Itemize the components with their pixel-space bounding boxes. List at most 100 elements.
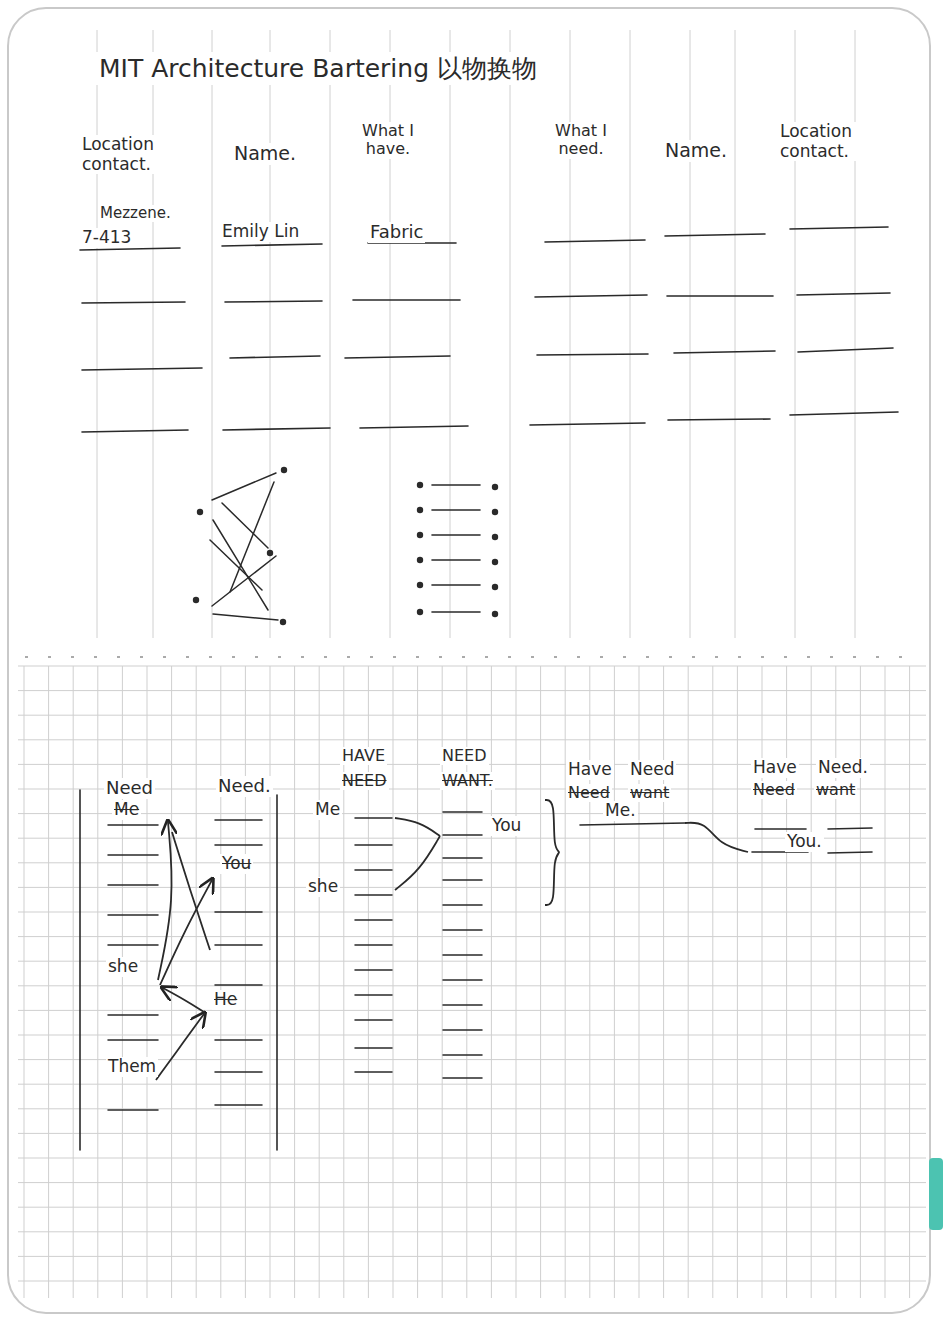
blank-line bbox=[355, 969, 392, 971]
blank-line bbox=[353, 299, 460, 301]
grid-line bbox=[18, 1108, 926, 1109]
handwritten-label: HAVE bbox=[340, 747, 387, 765]
sketch-dot bbox=[281, 467, 287, 473]
grid-line bbox=[18, 1084, 926, 1085]
blank-line bbox=[545, 240, 645, 242]
handwritten-label: What I need. bbox=[553, 122, 609, 159]
ruled-line bbox=[630, 30, 631, 638]
grid-line bbox=[220, 666, 221, 1298]
handwritten-label: Name. bbox=[232, 143, 298, 165]
grid-line bbox=[417, 666, 418, 1298]
grid-line bbox=[245, 666, 246, 1298]
grid-line bbox=[294, 666, 295, 1298]
grid-line bbox=[270, 666, 271, 1298]
grid-line bbox=[18, 887, 926, 888]
handwritten-label: Name. bbox=[663, 140, 729, 162]
blank-line bbox=[355, 869, 392, 871]
sketch-dot bbox=[492, 509, 498, 515]
grid-line bbox=[18, 1010, 926, 1011]
blank-line bbox=[355, 919, 392, 921]
sketch-dot bbox=[492, 484, 498, 490]
handwritten-label: Have bbox=[751, 758, 799, 778]
sketch-dot bbox=[417, 609, 423, 615]
sketch-dot bbox=[193, 597, 199, 603]
blank-line bbox=[215, 1104, 262, 1106]
ruled-line bbox=[212, 30, 213, 638]
grid-line bbox=[18, 666, 926, 667]
handwritten-label: 7-413 bbox=[80, 228, 133, 248]
arrow bbox=[163, 988, 204, 1012]
blank-line bbox=[443, 979, 482, 981]
blank-line bbox=[108, 914, 158, 916]
blank-line bbox=[108, 854, 158, 856]
grid-line bbox=[122, 666, 123, 1298]
blank-line bbox=[215, 944, 262, 946]
blank-line bbox=[355, 894, 392, 896]
grid-line bbox=[614, 666, 615, 1298]
blank-line bbox=[667, 295, 773, 297]
handwritten-label: Need. bbox=[816, 758, 870, 778]
blank-line bbox=[108, 1014, 158, 1016]
sketch-dot bbox=[492, 611, 498, 617]
grid-line bbox=[147, 666, 148, 1298]
sketch-line bbox=[432, 534, 480, 536]
bookmark-tab bbox=[929, 1158, 943, 1230]
grid-line bbox=[688, 666, 689, 1298]
grid-line bbox=[18, 936, 926, 937]
ruled-line bbox=[153, 30, 154, 638]
blank-line bbox=[443, 879, 482, 881]
blank-line bbox=[355, 944, 392, 946]
grid-line bbox=[18, 1158, 926, 1159]
blank-line bbox=[230, 356, 320, 358]
grid-line bbox=[516, 666, 517, 1298]
handwritten-label: You bbox=[490, 816, 523, 836]
sketch-dot bbox=[197, 509, 203, 515]
handwritten-label: What I have. bbox=[360, 122, 416, 159]
sketch-dot bbox=[280, 619, 286, 625]
handwritten-label: WANT. bbox=[440, 772, 495, 790]
blank-line bbox=[80, 248, 180, 250]
ruled-line bbox=[330, 30, 331, 638]
grid-line bbox=[18, 739, 926, 740]
handwritten-label: You. bbox=[785, 832, 824, 852]
blank-line bbox=[798, 348, 893, 352]
sketch-dot bbox=[492, 559, 498, 565]
grid-line bbox=[18, 985, 926, 986]
blank-line bbox=[108, 884, 158, 886]
sketch-line bbox=[210, 540, 262, 590]
handwritten-label: she bbox=[106, 957, 140, 977]
grid-line bbox=[737, 666, 738, 1298]
sketch-line bbox=[213, 614, 278, 620]
sketch-line bbox=[212, 556, 276, 606]
ruled-line bbox=[690, 30, 691, 638]
arrow bbox=[158, 822, 172, 980]
handwritten-label: Have bbox=[566, 760, 614, 780]
handwritten-label: NEED bbox=[440, 747, 489, 765]
blank-line bbox=[443, 834, 482, 836]
grid-line bbox=[18, 862, 926, 863]
blank-line bbox=[797, 293, 890, 295]
blank-line bbox=[108, 944, 158, 946]
grid-line bbox=[712, 666, 713, 1298]
ruled-line bbox=[450, 30, 451, 638]
page-divider bbox=[25, 656, 915, 658]
grid-line bbox=[18, 961, 926, 962]
grid-line bbox=[18, 1182, 926, 1183]
grid-line bbox=[18, 1035, 926, 1036]
handwritten-label: NEED bbox=[340, 772, 389, 790]
blank-line bbox=[537, 354, 648, 355]
grid-line bbox=[540, 666, 541, 1298]
blank-line bbox=[108, 824, 158, 826]
ruled-line bbox=[97, 30, 98, 638]
column-border bbox=[276, 795, 278, 1150]
blank-line bbox=[443, 1004, 482, 1006]
blank-line bbox=[443, 904, 482, 906]
blank-line bbox=[355, 817, 392, 819]
blank-line bbox=[530, 423, 645, 425]
blank-line bbox=[355, 1071, 392, 1073]
blank-line bbox=[443, 1029, 482, 1031]
column-border bbox=[79, 790, 81, 1150]
blank-line bbox=[215, 819, 262, 821]
